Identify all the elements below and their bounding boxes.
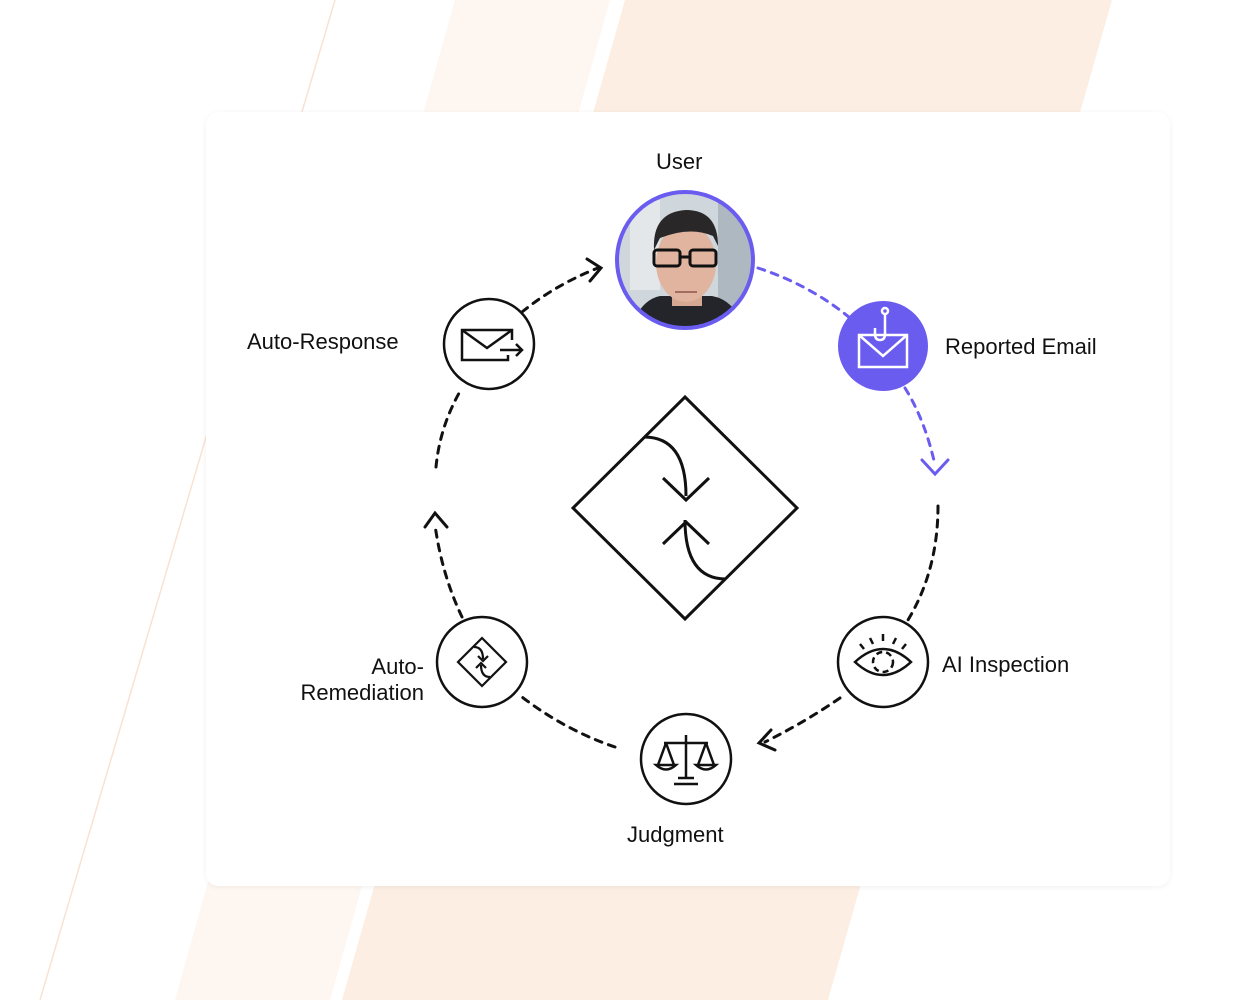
arrow-to-auto-response (423, 510, 449, 529)
arrow-reported-to-inspection (920, 458, 950, 477)
user-label: User (656, 149, 703, 174)
judgment-node (639, 712, 733, 806)
connector-remediation-to-gap (433, 523, 464, 619)
auto-remediation-label: Auto- Remediation (262, 654, 424, 706)
connector-to-inspection (906, 504, 940, 622)
connector-reported-to-inspection (903, 386, 937, 467)
connector-user-to-reported (756, 266, 852, 320)
reported-email-label: Reported Email (945, 334, 1097, 359)
ai-inspection-node (836, 615, 930, 709)
arrow-inspection-to-judgment (756, 728, 777, 752)
ai-inspection-label: AI Inspection (942, 652, 1070, 677)
connector-inspection-to-judgment (763, 696, 842, 744)
connector-judgment-to-remediation (520, 695, 617, 749)
auto-remediation-node (435, 615, 529, 709)
envelope-send-icon (460, 328, 524, 362)
auto-response-label: Auto-Response (247, 329, 399, 354)
remediation-diamond-icon (456, 636, 508, 688)
reported-email-node (838, 301, 928, 391)
remediation-diamond-icon (570, 394, 800, 622)
scales-icon (652, 735, 720, 786)
eye-icon (853, 634, 913, 677)
connector-to-auto-response (434, 386, 464, 469)
connector-response-to-user (520, 266, 600, 314)
auto-remediation-label-line2: Remediation (300, 680, 424, 705)
phish-hook-envelope-icon (857, 306, 909, 369)
arrow-response-to-user (585, 257, 604, 283)
auto-remediation-label-line1: Auto- (371, 654, 424, 679)
judgment-label: Judgment (627, 822, 724, 847)
auto-response-node (442, 297, 536, 391)
user-avatar (615, 190, 755, 330)
